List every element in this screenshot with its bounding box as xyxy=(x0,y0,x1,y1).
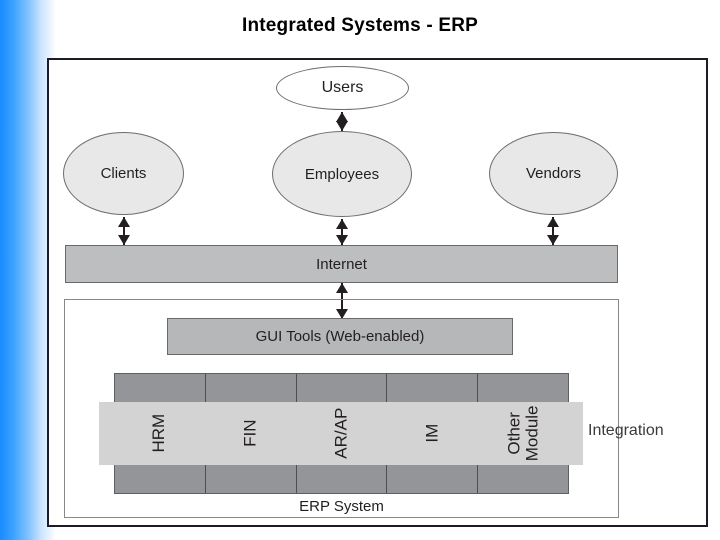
node-gui-tools: GUI Tools (Web-enabled) xyxy=(167,318,513,355)
page-title: Integrated Systems - ERP xyxy=(241,15,479,36)
node-internet: Internet xyxy=(65,245,618,283)
module-label-hrm-text: HRM xyxy=(149,414,169,453)
module-label-other: Other Module xyxy=(478,402,569,465)
integration-caption: Integration xyxy=(588,422,664,439)
module-label-fin: FIN xyxy=(205,402,296,465)
erp-system-caption: ERP System xyxy=(299,498,384,515)
node-clients-label: Clients xyxy=(100,165,147,182)
node-employees-label: Employees xyxy=(304,165,380,183)
integration-band xyxy=(99,402,583,465)
node-users-label: Users xyxy=(321,79,364,96)
connector-internet-gui-icon xyxy=(336,283,349,319)
node-employees: Employees xyxy=(272,131,412,217)
module-label-other-text: Other Module xyxy=(504,405,542,462)
left-gradient-band xyxy=(0,0,56,540)
node-clients: Clients xyxy=(63,132,184,215)
connector-clients-internet-icon xyxy=(118,217,131,245)
connector-vendors-internet-icon xyxy=(547,217,560,245)
connector-users-employees-icon xyxy=(336,112,349,131)
module-label-arap: AR/AP xyxy=(296,402,387,465)
node-gui-tools-label: GUI Tools (Web-enabled) xyxy=(255,328,425,345)
module-label-arap-text: AR/AP xyxy=(331,407,351,460)
node-users: Users xyxy=(276,66,409,110)
module-label-im-text: IM xyxy=(422,424,442,443)
node-vendors: Vendors xyxy=(489,132,618,215)
node-vendors-label: Vendors xyxy=(525,165,582,182)
module-label-fin-text: FIN xyxy=(240,419,260,448)
erp-system-box xyxy=(64,299,619,518)
node-internet-label: Internet xyxy=(316,255,367,273)
module-label-hrm: HRM xyxy=(114,402,205,465)
connector-employees-internet-icon xyxy=(336,219,349,245)
module-label-im: IM xyxy=(387,402,478,465)
